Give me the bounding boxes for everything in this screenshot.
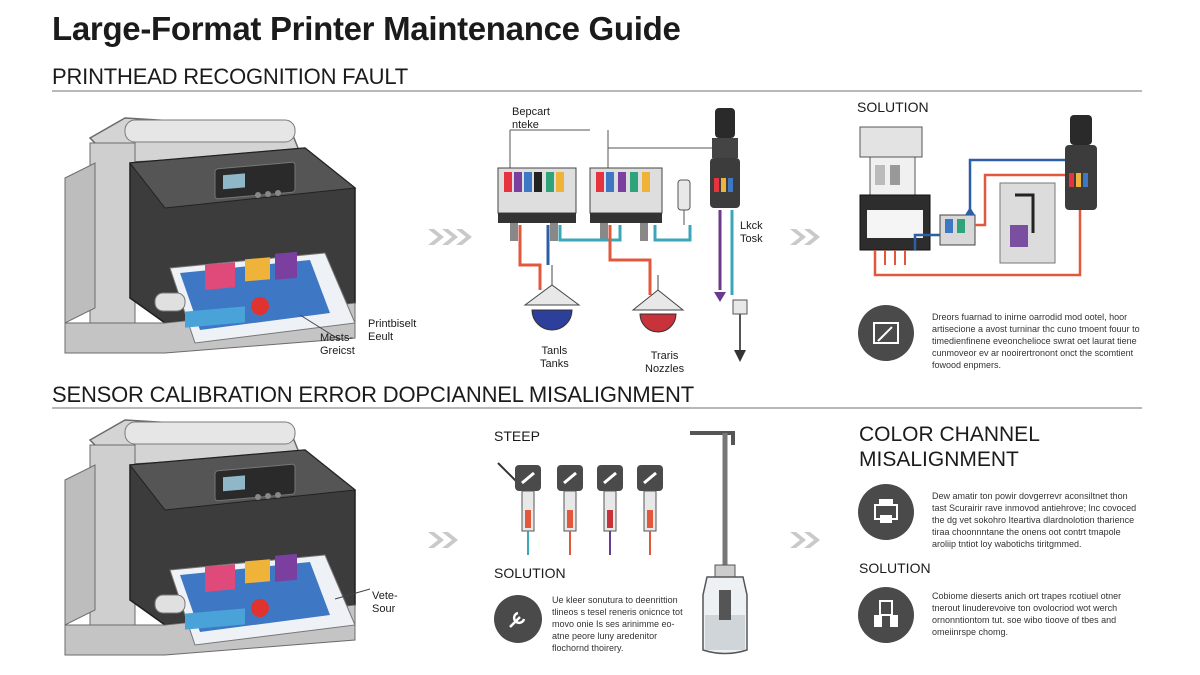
solution-text-bottom-left: Ue kleer sonutura to deenrittion tlineos… [552, 595, 683, 653]
solution-heading-bottom-right: SOLUTION [859, 560, 931, 576]
cartridge-icon [858, 587, 914, 643]
chevron-arrow-icon [428, 532, 458, 548]
section-divider-middle [52, 407, 1142, 409]
nozzle-step-diagram [497, 462, 663, 555]
tank-label-left: Tanls Tanks [540, 345, 569, 370]
section-heading-printhead-fault: PRINTHEAD RECOGNITION FAULT [52, 64, 408, 89]
printer-illustration-top [64, 117, 357, 354]
carriage-label: Bepcart nteke [512, 106, 550, 131]
printer-callout-right: Printbiselt Eeult [368, 318, 417, 343]
solution-diagram-top [859, 115, 1097, 277]
printer-callout-bottom: Vete- Sour [372, 590, 398, 615]
color-channel-heading: COLOR CHANNEL MISALIGNMENT [859, 423, 1040, 471]
wrench-icon [494, 595, 542, 643]
solution-text-top: Dreors fuarnad to inirne oarrodid mod oo… [932, 312, 1140, 370]
solution-text-bottom-right: Cobiome dieserts anich ort trapes rcotiu… [932, 591, 1122, 637]
chevron-arrow-icon [428, 229, 472, 245]
chevron-arrow-icon [790, 532, 820, 548]
printer-callout-left: Mests- Greicst [320, 332, 355, 357]
ink-tank-label: Lkck Tosk [740, 220, 763, 245]
step-heading: STEEP [494, 428, 540, 444]
solution-heading-top: SOLUTION [857, 99, 929, 115]
section-divider-top [52, 90, 1142, 92]
page-title: Large-Format Printer Maintenance Guide [52, 10, 681, 47]
tank-label-right: Traris Nozzles [645, 350, 685, 375]
ink-container-illustration [690, 431, 748, 655]
color-channel-text: Dew amatir ton powir dovgerrevr aconsilt… [932, 491, 1137, 549]
solution-heading-bottom-left: SOLUTION [494, 565, 566, 581]
chevron-arrow-icon [790, 229, 820, 245]
printhead-flow-diagram [497, 108, 748, 362]
section-heading-calibration: SENSOR CALIBRATION ERROR DOPCIANNEL MISA… [52, 382, 694, 407]
callout-line-top [299, 314, 341, 341]
callout-line-bottom [334, 588, 371, 600]
printer-illustration-bottom [64, 419, 357, 656]
tool-icon [858, 305, 914, 361]
printer-icon [858, 484, 914, 540]
